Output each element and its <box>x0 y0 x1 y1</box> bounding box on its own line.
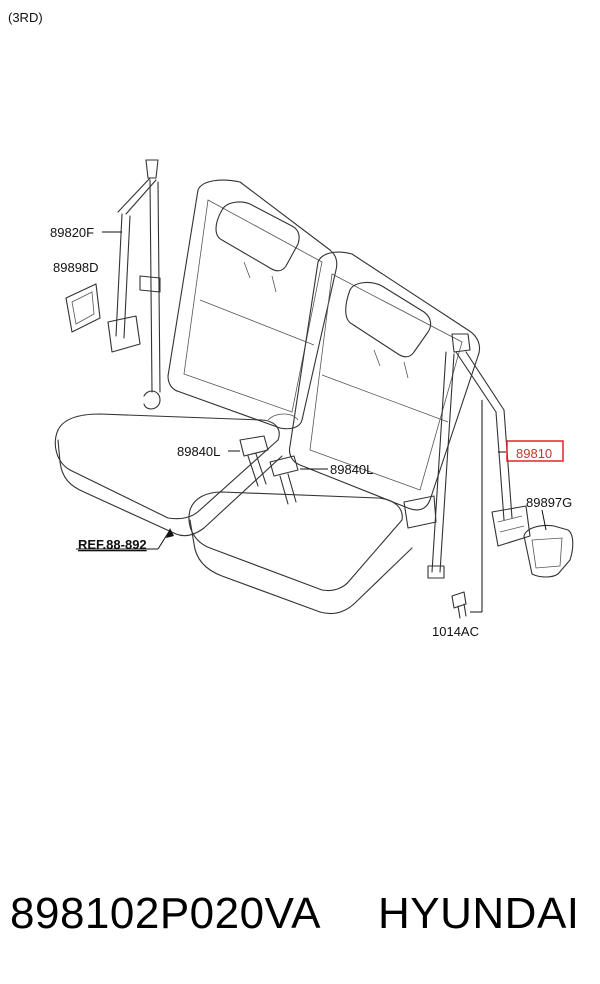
reference-link[interactable]: REF.88-892 <box>78 537 147 552</box>
callout-89897g[interactable]: 89897G <box>526 495 572 510</box>
corner-label: (3RD) <box>8 10 43 25</box>
callout-89898d[interactable]: 89898D <box>53 260 99 275</box>
callout-1014ac[interactable]: 1014AC <box>432 624 479 639</box>
callout-89840l-right[interactable]: 89840L <box>330 462 373 477</box>
callout-89840l-left[interactable]: 89840L <box>177 444 220 459</box>
leader-lines <box>76 231 547 613</box>
callout-89820f[interactable]: 89820F <box>50 225 94 240</box>
highlight-box <box>506 440 564 462</box>
callout-89810[interactable]: 89810 <box>516 446 552 461</box>
seat-illustration <box>54 159 574 619</box>
part-number: 898102P020VA <box>10 889 321 938</box>
brand-name: HYUNDAI <box>378 889 580 938</box>
